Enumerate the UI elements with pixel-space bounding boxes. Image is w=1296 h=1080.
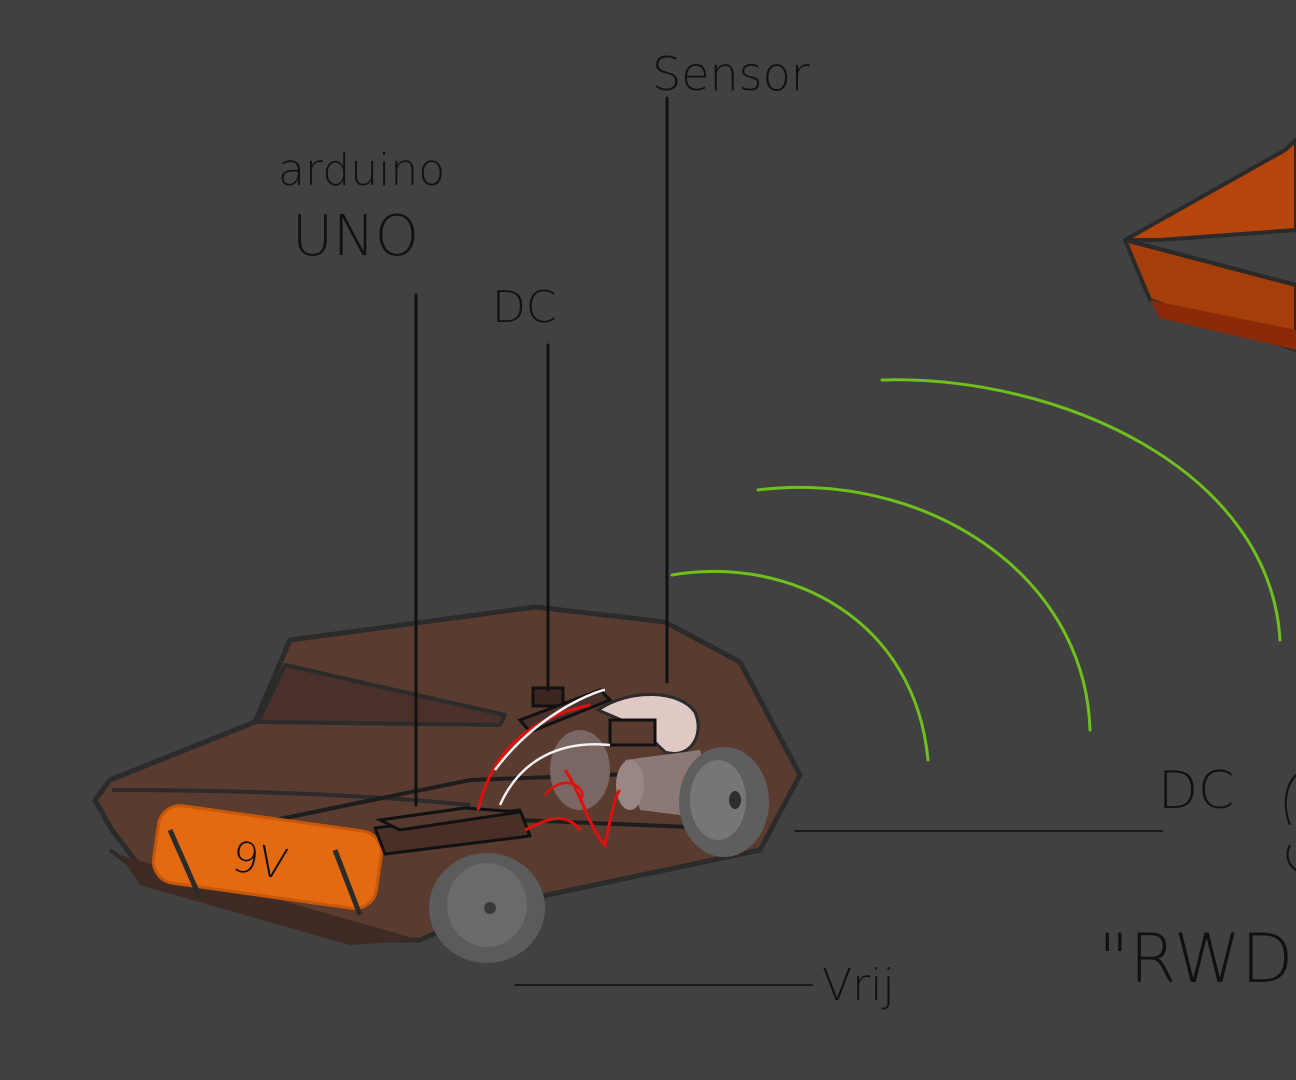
wires	[476, 688, 622, 849]
ultrasonic-sensor	[594, 693, 700, 755]
label-arduino: arduino	[278, 145, 445, 196]
battery-mark: 9V	[228, 832, 291, 890]
wave-4	[880, 378, 1282, 642]
label-vrij: Vrij	[822, 960, 895, 1011]
battery: 9V	[152, 804, 383, 916]
arduino-board	[373, 806, 532, 856]
label-rwd: "RWD	[1098, 920, 1293, 999]
leader-lines	[414, 96, 1163, 986]
rear-wheel	[429, 853, 545, 963]
wave-3	[756, 485, 1092, 732]
label-sensor: Sensor	[652, 47, 810, 101]
label-uno: UNO	[292, 204, 419, 269]
windshield	[256, 663, 507, 727]
dc-motor-front	[550, 730, 769, 857]
label-dc-right: DC	[1158, 761, 1234, 821]
wave-2	[670, 570, 930, 762]
car: 9V	[92, 604, 803, 963]
label-dc-top: DC	[492, 282, 557, 333]
obstacle	[1123, 138, 1296, 352]
